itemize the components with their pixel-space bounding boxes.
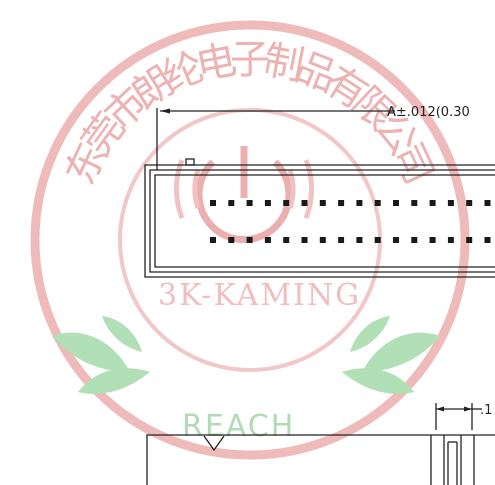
pin (393, 200, 399, 206)
pin (228, 237, 235, 243)
dimension-arrow-right-a (436, 406, 444, 412)
pin (484, 200, 491, 206)
pin (246, 237, 253, 243)
pin-grid (210, 200, 491, 243)
dimension-arrow-left (160, 108, 170, 114)
pin (246, 200, 253, 206)
pin (264, 237, 271, 243)
dimension-arrow-right-b (464, 406, 472, 412)
pin (466, 237, 473, 243)
watermark-brand: 3K-KAMING (158, 278, 361, 313)
watermark-char: 制 (260, 37, 308, 90)
dimension-label-right: .1 (480, 403, 492, 418)
key-notch (185, 158, 195, 166)
pin (411, 200, 418, 206)
pin (356, 200, 363, 206)
laurel-right-icon (342, 316, 440, 394)
pin (356, 237, 363, 243)
pin (338, 200, 345, 206)
pin (429, 200, 436, 206)
stamp-outer-ring (30, 20, 470, 460)
laurel-left-icon (52, 316, 150, 394)
pin (283, 200, 290, 206)
housing-inner-2 (154, 174, 495, 268)
connector-outline (144, 108, 495, 485)
pin (411, 237, 418, 243)
pin (466, 200, 473, 206)
pin (374, 200, 381, 206)
pin (210, 200, 216, 206)
polarization-arrow (203, 435, 225, 452)
pin (374, 237, 381, 243)
dimension-label-top: A±.012(0.30 (387, 105, 470, 120)
watermark-cert: REACH (182, 409, 295, 444)
pin (447, 200, 454, 206)
pin (447, 237, 454, 243)
pin (393, 237, 399, 243)
pin (338, 237, 345, 243)
pin (319, 200, 326, 206)
pin (301, 237, 308, 243)
side-view-outline (146, 434, 495, 485)
pin (210, 237, 216, 243)
housing-inner-1 (149, 169, 495, 273)
pin (228, 200, 235, 206)
pin (301, 200, 308, 206)
pin (484, 237, 491, 243)
housing-outer (144, 164, 495, 278)
pin (319, 237, 326, 243)
pin (283, 237, 290, 243)
pin (429, 237, 436, 243)
watermark-char: 子 (230, 37, 270, 83)
pin (264, 200, 271, 206)
watermark-char: 电 (192, 37, 240, 90)
power-logo-icon (195, 146, 293, 244)
